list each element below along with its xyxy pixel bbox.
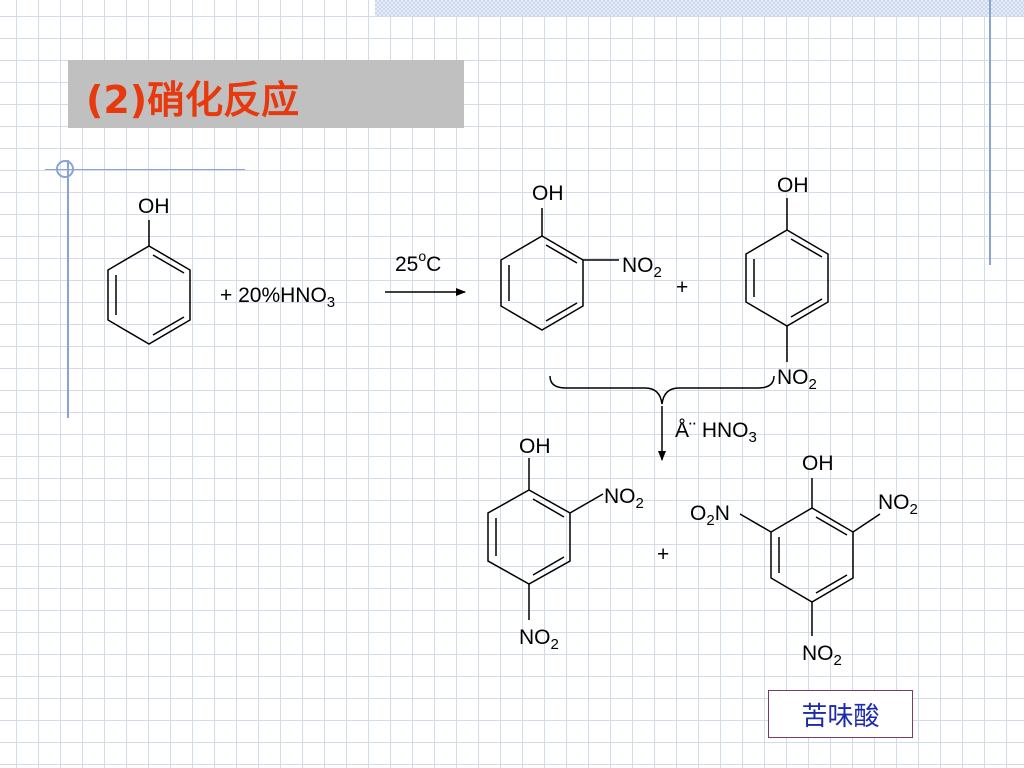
- para-oh-label: OH: [777, 174, 809, 197]
- combining-brace: [549, 375, 775, 405]
- picric-acid-name: 苦味酸: [801, 701, 880, 732]
- phenol-molecule: [107, 220, 191, 345]
- picric-acid-molecule: [739, 478, 881, 636]
- slide-title: (2)硝化反应: [86, 78, 300, 122]
- reagent-label: + 20%HNO3: [220, 284, 335, 311]
- dinitrophenol-molecule: [487, 458, 604, 620]
- plus-sign-1: +: [676, 276, 688, 299]
- right-decor-line: [989, 0, 991, 265]
- para-nitrophenol-molecule: [745, 198, 829, 362]
- ortho-no2-label: NO2: [622, 254, 662, 281]
- decor-hline: [45, 169, 245, 170]
- picric-acid-name-box: 苦味酸: [768, 690, 913, 738]
- temperature-label: 25oC: [395, 248, 441, 276]
- phenol-oh-label: OH: [138, 195, 170, 218]
- left-decor-line: [67, 160, 69, 418]
- ortho-nitrophenol-molecule: [500, 208, 619, 331]
- picric-oh-label: OH: [802, 452, 834, 475]
- dinitro-no2-ortho-label: NO2: [604, 485, 644, 512]
- dinitro-oh-label: OH: [519, 435, 551, 458]
- ortho-oh-label: OH: [532, 182, 564, 205]
- picric-no2-right-label: NO2: [878, 491, 918, 518]
- plus-sign-2: +: [657, 543, 669, 566]
- title-box: (2)硝化反应: [68, 60, 464, 128]
- second-condition-label: Å¨ HNO3: [675, 419, 757, 446]
- picric-o2n-label: O2N: [690, 502, 730, 529]
- dinitro-no2-para-label: NO2: [519, 626, 559, 653]
- decor-circle: [56, 160, 74, 178]
- top-decor-band: [375, 0, 1024, 16]
- picric-no2-bottom-label: NO2: [802, 642, 842, 669]
- para-no2-label: NO2: [777, 366, 817, 393]
